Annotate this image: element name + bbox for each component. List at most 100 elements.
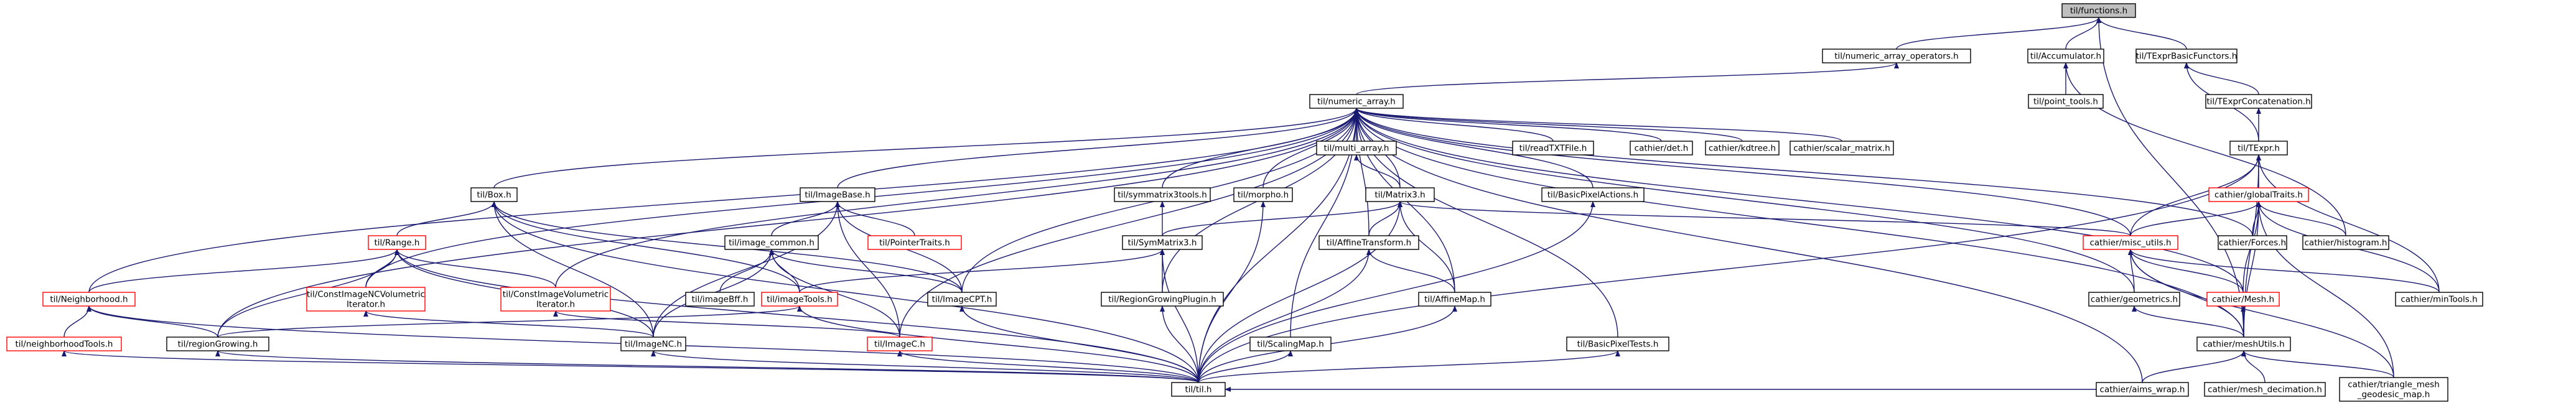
node-cathier_forces[interactable]: cathier/Forces.h bbox=[2218, 235, 2287, 250]
node-imagenc[interactable]: til/ImageNC.h bbox=[620, 336, 686, 351]
node-cathier_kdtree[interactable]: cathier/kdtree.h bbox=[1705, 141, 1780, 155]
node-label: til/TExprConcatenation.h bbox=[2206, 97, 2310, 107]
node-label: Iterator.h bbox=[536, 300, 575, 310]
node-readtxtfile[interactable]: til/readTXTFile.h bbox=[1512, 141, 1594, 155]
node-cathier_mintools[interactable]: cathier/minTools.h bbox=[2395, 292, 2483, 307]
edge-cathier_meshutils-to-cathier_geometrics bbox=[2132, 305, 2244, 338]
node-pointertraits[interactable]: til/PointerTraits.h bbox=[867, 235, 962, 250]
node-regiongrowing[interactable]: til/regionGrowing.h bbox=[166, 336, 269, 351]
edge-regiongrowing-to-imagetools bbox=[217, 305, 802, 338]
node-cathier_mesh[interactable]: cathier/Mesh.h bbox=[2206, 292, 2280, 307]
edge-affinetransform-to-numeric_array bbox=[1354, 108, 1370, 236]
node-neighborhoodtools[interactable]: til/neighborhoodTools.h bbox=[6, 336, 122, 351]
node-box bbox=[1630, 141, 1693, 155]
node-numeric_array_operators[interactable]: til/numeric_array_operators.h bbox=[1822, 49, 1971, 63]
edge-til-to-basicpixeltests bbox=[1198, 350, 1620, 383]
node-imagecpt[interactable]: til/ImageCPT.h bbox=[927, 292, 997, 307]
node-label: til/ScalingMap.h bbox=[1257, 340, 1324, 350]
edge-numeric_array-to-numeric_array_operators bbox=[1356, 62, 1899, 95]
node-symmatrix3[interactable]: til/SymMatrix3.h bbox=[1122, 235, 1203, 250]
node-til[interactable]: til/til.h bbox=[1171, 382, 1226, 397]
edge-imagetools-to-box bbox=[492, 201, 800, 293]
node-basicpixeltests[interactable]: til/BasicPixelTests.h bbox=[1566, 336, 1669, 351]
node-box bbox=[42, 292, 136, 307]
node-point_tools[interactable]: til/point_tools.h bbox=[2028, 94, 2104, 109]
node-range[interactable]: til/Range.h bbox=[368, 235, 426, 250]
node-label: til/ImageC.h bbox=[874, 340, 925, 350]
node-box bbox=[1541, 187, 1645, 202]
node-box bbox=[1101, 292, 1224, 307]
node-numeric_array[interactable]: til/numeric_array.h bbox=[1309, 94, 1404, 109]
node-neighborhood[interactable]: til/Neighborhood.h bbox=[42, 292, 136, 307]
node-box bbox=[1122, 235, 1203, 250]
edge-imagec-to-imagebase bbox=[835, 201, 900, 338]
node-box bbox=[1249, 336, 1332, 351]
node-label: til/morpho.h bbox=[1238, 190, 1289, 200]
edge-til-to-neighborhoodtools bbox=[62, 350, 1199, 383]
node-cathier_triangle_mesh_geodesic_map[interactable]: cathier/triangle_mesh_geodesic_map.h bbox=[2339, 377, 2448, 402]
node-symmatrix3tools[interactable]: til/symmatrix3tools.h bbox=[1114, 187, 1211, 202]
node-label: til/Box.h bbox=[477, 190, 511, 200]
edge-til-to-basicpixelactions bbox=[1198, 201, 1595, 383]
node-cathier_misc_utils[interactable]: cathier/misc_utils.h bbox=[2083, 235, 2178, 250]
edge-texpr_concatenation-to-texpr_basic_functors bbox=[2184, 62, 2259, 95]
edge-constimagevolumetric-to-numeric_array bbox=[555, 108, 1359, 288]
node-basicpixelactions[interactable]: til/BasicPixelActions.h bbox=[1541, 187, 1645, 202]
node-image_common[interactable]: til/image_common.h bbox=[724, 235, 819, 250]
node-texpr_basic_functors[interactable]: til/TExprBasicFunctors.h bbox=[2135, 49, 2238, 63]
node-imagec[interactable]: til/ImageC.h bbox=[867, 336, 933, 351]
node-label: til/Accumulator.h bbox=[2030, 52, 2101, 62]
node-affinetransform[interactable]: til/AffineTransform.h bbox=[1318, 235, 1419, 250]
node-morpho[interactable]: til/morpho.h bbox=[1233, 187, 1293, 202]
node-multi_array[interactable]: til/multi_array.h bbox=[1316, 141, 1397, 155]
node-label: cathier/kdtree.h bbox=[1709, 144, 1776, 154]
node-cathier_scalar_matrix[interactable]: cathier/scalar_matrix.h bbox=[1790, 141, 1894, 155]
node-box bbox=[368, 235, 426, 250]
node-box bbox=[2135, 49, 2238, 63]
node-box[interactable]: til/Box.h bbox=[470, 187, 518, 202]
node-cathier_globaltraits[interactable]: cathier/globalTraits.h bbox=[2208, 187, 2309, 202]
node-matrix3[interactable]: til/Matrix3.h bbox=[1365, 187, 1435, 202]
node-label: cathier/Mesh.h bbox=[2212, 295, 2274, 305]
node-texpr_concatenation[interactable]: til/TExprConcatenation.h bbox=[2205, 94, 2312, 109]
node-cathier_det[interactable]: cathier/det.h bbox=[1630, 141, 1693, 155]
edge-imagetools-to-image_common bbox=[769, 249, 800, 293]
edge-neighborhoodtools-to-neighborhood bbox=[63, 305, 91, 338]
node-label: til/image_common.h bbox=[729, 238, 814, 248]
node-accumulator[interactable]: til/Accumulator.h bbox=[2027, 49, 2104, 63]
node-imagetools[interactable]: til/imageTools.h bbox=[761, 292, 838, 307]
edge-til-to-imagecpt bbox=[959, 305, 1199, 383]
edge-affinemap-to-matrix3 bbox=[1398, 201, 1455, 293]
node-box bbox=[2206, 292, 2280, 307]
node-imagebase[interactable]: til/ImageBase.h bbox=[800, 187, 875, 202]
node-affinemap[interactable]: til/AffineMap.h bbox=[1418, 292, 1491, 307]
node-label: til/AffineTransform.h bbox=[1327, 238, 1412, 248]
node-label: til/TExpr.h bbox=[2238, 144, 2280, 154]
node-regiongrowingplugin[interactable]: til/RegionGrowingPlugin.h bbox=[1101, 292, 1224, 307]
edge-cathier_aims_wrap-to-cathier_meshutils bbox=[2142, 350, 2246, 383]
node-cathier_meshutils[interactable]: cathier/meshUtils.h bbox=[2196, 336, 2291, 351]
node-box bbox=[1512, 141, 1594, 155]
node-cathier_geometrics[interactable]: cathier/geometrics.h bbox=[2088, 292, 2180, 307]
node-imagebff[interactable]: til/imageBff.h bbox=[685, 292, 755, 307]
node-label: cathier/histogram.h bbox=[2305, 238, 2387, 248]
edge-til-to-matrix3 bbox=[1198, 201, 1402, 383]
edge-box-to-numeric_array bbox=[493, 108, 1359, 188]
node-cathier_mesh_decimation[interactable]: cathier/mesh_decimation.h bbox=[2204, 382, 2326, 397]
node-cathier_histogram[interactable]: cathier/histogram.h bbox=[2302, 235, 2389, 250]
edge-affinetransform-to-matrix3 bbox=[1368, 201, 1402, 236]
edge-cathier_mesh-to-numeric_array bbox=[1354, 108, 2244, 293]
node-texpr[interactable]: til/TExpr.h bbox=[2229, 141, 2288, 155]
node-label: cathier/globalTraits.h bbox=[2214, 190, 2303, 200]
edge-cathier_histogram-to-accumulator bbox=[2063, 62, 2346, 236]
edge-til-to-imagenc bbox=[651, 350, 1199, 383]
edge-cathier_mintools-to-cathier_misc_utils bbox=[2128, 249, 2440, 293]
edge-cathier_meshutils-to-numeric_array bbox=[1354, 108, 2244, 338]
node-scalingmap[interactable]: til/ScalingMap.h bbox=[1249, 336, 1332, 351]
edge-cathier_mesh-to-cathier_misc_utils bbox=[2128, 249, 2244, 293]
node-functions[interactable]: til/functions.h bbox=[2061, 3, 2136, 18]
edge-cathier_forces-to-numeric_array bbox=[1354, 108, 2253, 236]
node-cathier_aims_wrap[interactable]: cathier/aims_wrap.h bbox=[2096, 382, 2189, 397]
